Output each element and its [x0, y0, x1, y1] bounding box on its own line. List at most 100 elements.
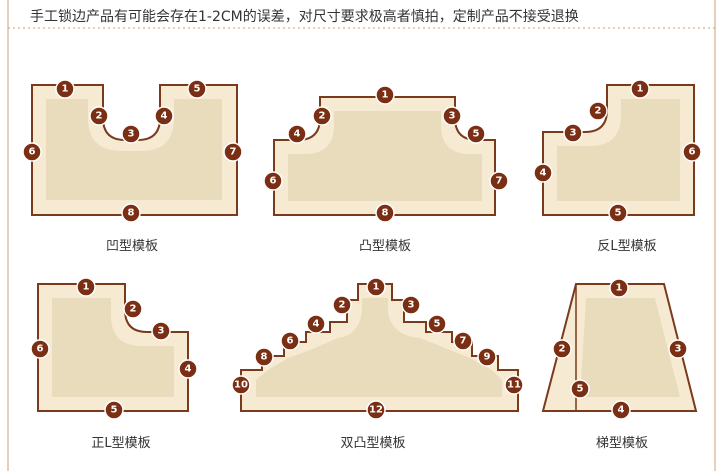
svg-text:5: 5 [434, 319, 441, 330]
caption-trapezoid: 梯型模板 [595, 436, 648, 451]
trapezoid-marker-1: 1 [609, 278, 629, 298]
convex-marker-2: 2 [312, 106, 332, 126]
double-convex-marker-6: 6 [280, 331, 300, 351]
svg-text:4: 4 [294, 129, 301, 140]
caption-concave: 凹型模板 [105, 239, 158, 254]
svg-text:8: 8 [261, 352, 268, 363]
double-convex-marker-11: 11 [504, 375, 524, 395]
svg-text:3: 3 [675, 344, 682, 355]
svg-text:4: 4 [618, 405, 625, 416]
size-tolerance-notice: 手工锁边产品有可能会存在1-2CM的误差，对尺寸要求极高者慎拍，定制产品不接受退… [30, 9, 579, 25]
svg-text:6: 6 [287, 336, 294, 347]
svg-text:2: 2 [339, 300, 346, 311]
svg-text:1: 1 [83, 282, 90, 293]
svg-text:6: 6 [29, 147, 36, 158]
l-shape-marker-4: 4 [178, 359, 198, 379]
svg-text:3: 3 [408, 300, 415, 311]
svg-text:6: 6 [37, 344, 44, 355]
svg-text:5: 5 [111, 405, 118, 416]
svg-text:12: 12 [369, 405, 383, 416]
svg-text:5: 5 [473, 129, 480, 140]
reverse-l-shape [542, 84, 695, 216]
double-convex-marker-12: 12 [366, 400, 386, 420]
concave-marker-6: 6 [22, 142, 42, 162]
reverse-l-marker-2: 2 [588, 101, 608, 121]
svg-text:8: 8 [382, 208, 389, 219]
l-shape-marker-2: 2 [123, 299, 143, 319]
svg-text:6: 6 [270, 176, 277, 187]
l-shape-marker-3: 3 [151, 321, 171, 341]
convex-marker-8: 8 [375, 203, 395, 223]
svg-text:4: 4 [313, 319, 320, 330]
reverse-l-marker-1: 1 [630, 79, 650, 99]
double-convex-marker-9: 9 [477, 347, 497, 367]
svg-text:3: 3 [449, 111, 456, 122]
svg-text:1: 1 [382, 90, 389, 101]
double-convex-marker-10: 10 [231, 375, 251, 395]
svg-text:8: 8 [128, 208, 135, 219]
svg-text:3: 3 [158, 326, 165, 337]
svg-text:4: 4 [161, 111, 168, 122]
double-convex-marker-8: 8 [254, 347, 274, 367]
convex-shape [273, 96, 496, 216]
svg-text:7: 7 [496, 176, 503, 187]
convex-marker-1: 1 [375, 85, 395, 105]
svg-text:5: 5 [615, 208, 622, 219]
convex-marker-6: 6 [263, 171, 283, 191]
svg-text:1: 1 [616, 283, 623, 294]
caption-reverse-l: 反L型模板 [597, 239, 657, 254]
trapezoid-marker-2: 2 [552, 339, 572, 359]
l-shape-marker-5: 5 [104, 400, 124, 420]
double-convex-marker-5: 5 [427, 314, 447, 334]
svg-text:10: 10 [234, 380, 248, 391]
svg-text:7: 7 [460, 336, 467, 347]
svg-text:1: 1 [373, 282, 380, 293]
svg-text:2: 2 [559, 344, 566, 355]
svg-text:3: 3 [128, 129, 135, 140]
concave-marker-4: 4 [154, 106, 174, 126]
concave-marker-7: 7 [223, 142, 243, 162]
l-shape [37, 283, 189, 412]
svg-text:2: 2 [319, 111, 326, 122]
svg-text:2: 2 [96, 111, 103, 122]
l-shape-marker-6: 6 [30, 339, 50, 359]
concave-shape [31, 84, 238, 216]
reverse-l-marker-4: 4 [533, 163, 553, 183]
svg-text:2: 2 [130, 304, 137, 315]
concave-marker-8: 8 [121, 203, 141, 223]
decorative-frame [7, 0, 716, 471]
svg-text:4: 4 [540, 168, 547, 179]
svg-text:2: 2 [595, 106, 602, 117]
caption-l-shape: 正L型模板 [91, 436, 151, 451]
svg-text:5: 5 [577, 384, 584, 395]
trapezoid-shape [541, 283, 698, 412]
svg-text:5: 5 [194, 84, 201, 95]
convex-marker-7: 7 [489, 171, 509, 191]
convex-marker-3: 3 [442, 106, 462, 126]
trapezoid-marker-4: 4 [611, 400, 631, 420]
caption-double-convex: 双凸型模板 [340, 436, 406, 451]
concave-marker-1: 1 [55, 79, 75, 99]
trapezoid-marker-3: 3 [668, 339, 688, 359]
svg-text:1: 1 [62, 84, 69, 95]
double-convex-shape [240, 283, 519, 412]
reverse-l-marker-5: 5 [608, 203, 628, 223]
convex-marker-5: 5 [466, 124, 486, 144]
double-convex-marker-1: 1 [366, 277, 386, 297]
svg-text:7: 7 [230, 147, 237, 158]
trapezoid-marker-5: 5 [570, 379, 590, 399]
double-convex-marker-4: 4 [306, 314, 326, 334]
double-convex-marker-2: 2 [332, 295, 352, 315]
double-convex-marker-3: 3 [401, 295, 421, 315]
reverse-l-marker-3: 3 [563, 123, 583, 143]
double-convex-marker-7: 7 [453, 331, 473, 351]
svg-text:11: 11 [507, 380, 521, 391]
svg-text:3: 3 [570, 128, 577, 139]
caption-convex: 凸型模板 [358, 239, 411, 254]
svg-text:9: 9 [484, 352, 491, 363]
svg-text:6: 6 [689, 147, 696, 158]
concave-marker-5: 5 [187, 79, 207, 99]
concave-marker-2: 2 [89, 106, 109, 126]
